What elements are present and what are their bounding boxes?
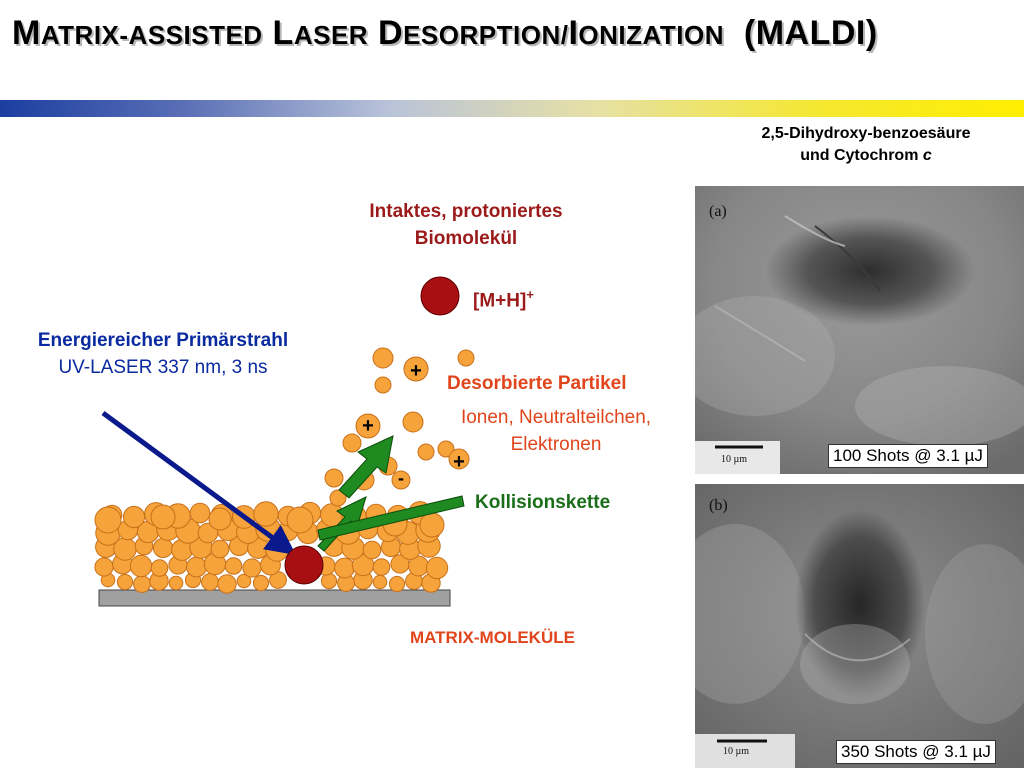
desorbed-particle (324, 468, 344, 488)
matrix-molecule (242, 558, 262, 578)
collision-arrow (317, 495, 465, 541)
matrix-molecule (217, 574, 237, 594)
desorbed-particle (391, 470, 411, 490)
formula-label: [M+H]+ (473, 287, 534, 312)
desorbed-description: Ionen, Neutralteilchen, Elektronen (460, 407, 652, 455)
matrix-molecule (150, 559, 169, 577)
substrate-plate (98, 589, 451, 607)
matrix-molecule (236, 573, 252, 589)
matrix-molecule (224, 557, 243, 575)
desorbed-particle (355, 413, 381, 439)
matrix-molecule (208, 507, 232, 531)
charge-minus: - (398, 468, 404, 488)
sem-scale-b: 10 µm (723, 746, 750, 757)
charge-plus-1: + (410, 360, 422, 382)
matrix-molecule (152, 537, 174, 559)
matrix-molecule (252, 574, 270, 592)
protonated-biomolecule (420, 276, 460, 316)
sem-image-b: (b) 10 µm 350 Shots @ 3.1 µJ (695, 484, 1024, 768)
desorbed-particle (329, 489, 347, 507)
sem-caption-b: 350 Shots @ 3.1 µJ (836, 740, 996, 764)
analyte-molecule (284, 545, 324, 585)
page-title: MATRIX-ASSISTED LASER DESORPTION/IONIZAT… (12, 14, 878, 52)
desorbed-particle (374, 376, 392, 394)
matrix-molecule (168, 575, 184, 591)
matrix-molecule (362, 540, 382, 560)
matrix-molecule (116, 573, 134, 591)
maldi-diagram: + + + - (94, 276, 475, 607)
charge-plus-3: + (453, 451, 465, 473)
matrix-molecule (94, 557, 114, 577)
biomolecule-label: Intaktes, protoniertes Biomolekül (369, 201, 563, 249)
charge-plus-2: + (362, 415, 374, 437)
sem-caption-a: 100 Shots @ 3.1 µJ (828, 444, 988, 468)
matrix-label: MATRIX-MOLEKÜLE (410, 628, 575, 647)
sem-panel-a-label: (a) (709, 203, 727, 220)
matrix-molecule (129, 554, 153, 578)
matrix-molecule (253, 501, 279, 527)
desorbed-particle (403, 356, 429, 382)
matrix-molecule (320, 572, 338, 590)
laser-label: Energiereicher Primärstrahl UV-LASER 337… (37, 330, 289, 378)
sem-image-a: (a) 10 µm 100 Shots @ 3.1 µJ (695, 186, 1024, 474)
matrix-molecule (419, 512, 445, 538)
matrix-molecule (210, 539, 230, 559)
matrix-molecule (122, 505, 146, 529)
matrix-molecule (150, 504, 176, 530)
desorbed-title: Desorbierte Partikel (447, 373, 627, 394)
matrix-molecule (388, 575, 406, 593)
collision-label: Kollisionskette (475, 492, 611, 513)
matrix-molecule (201, 573, 219, 591)
matrix-molecule (186, 556, 207, 578)
matrix-molecule (94, 506, 122, 534)
matrix-molecule (189, 502, 211, 524)
sem-scale-a: 10 µm (721, 454, 748, 465)
compound-label: 2,5-Dihydroxy-benzoesäure und Cytochrom … (761, 125, 971, 164)
matrix-molecule (334, 557, 355, 579)
desorbed-particle (437, 440, 455, 458)
sem-panel-b-label: (b) (709, 497, 728, 514)
matrix-molecule (372, 574, 388, 590)
matrix-molecule (425, 556, 449, 580)
desorbed-particle (372, 347, 394, 369)
desorbed-particle (417, 443, 435, 461)
title-gradient-bar (0, 100, 1024, 117)
ejection-arrow-upper (338, 435, 394, 499)
matrix-molecule (133, 575, 151, 593)
matrix-molecule (372, 558, 391, 576)
desorbed-particle (448, 448, 470, 470)
desorbed-particle (402, 411, 424, 433)
matrix-molecule (286, 506, 314, 534)
laser-beam-arrow (101, 410, 297, 555)
desorbed-particle (342, 433, 362, 453)
desorbed-particle (457, 349, 475, 367)
